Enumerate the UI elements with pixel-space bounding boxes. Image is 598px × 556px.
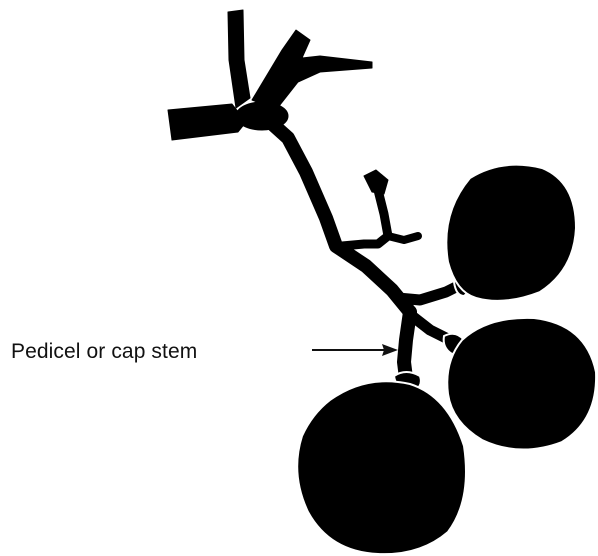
berry-middle-right — [447, 318, 596, 450]
lateral-branch — [342, 190, 388, 246]
berry-bottom — [297, 381, 466, 554]
lateral-branch-tip — [364, 170, 388, 194]
stem-structure — [168, 10, 462, 378]
pedicel-upper-berry — [398, 284, 462, 300]
berry-upper-right — [446, 165, 576, 301]
upper-right-branch — [252, 30, 372, 110]
berries — [297, 165, 596, 554]
arrow-head — [382, 344, 398, 356]
pedicel-lower-berry — [404, 312, 410, 378]
pointer-arrow — [312, 344, 398, 356]
lateral-twig — [388, 236, 418, 240]
upper-stem-branch — [228, 10, 250, 108]
pedicel-label: Pedicel or cap stem — [11, 340, 197, 364]
stem-cut-end — [168, 104, 246, 140]
